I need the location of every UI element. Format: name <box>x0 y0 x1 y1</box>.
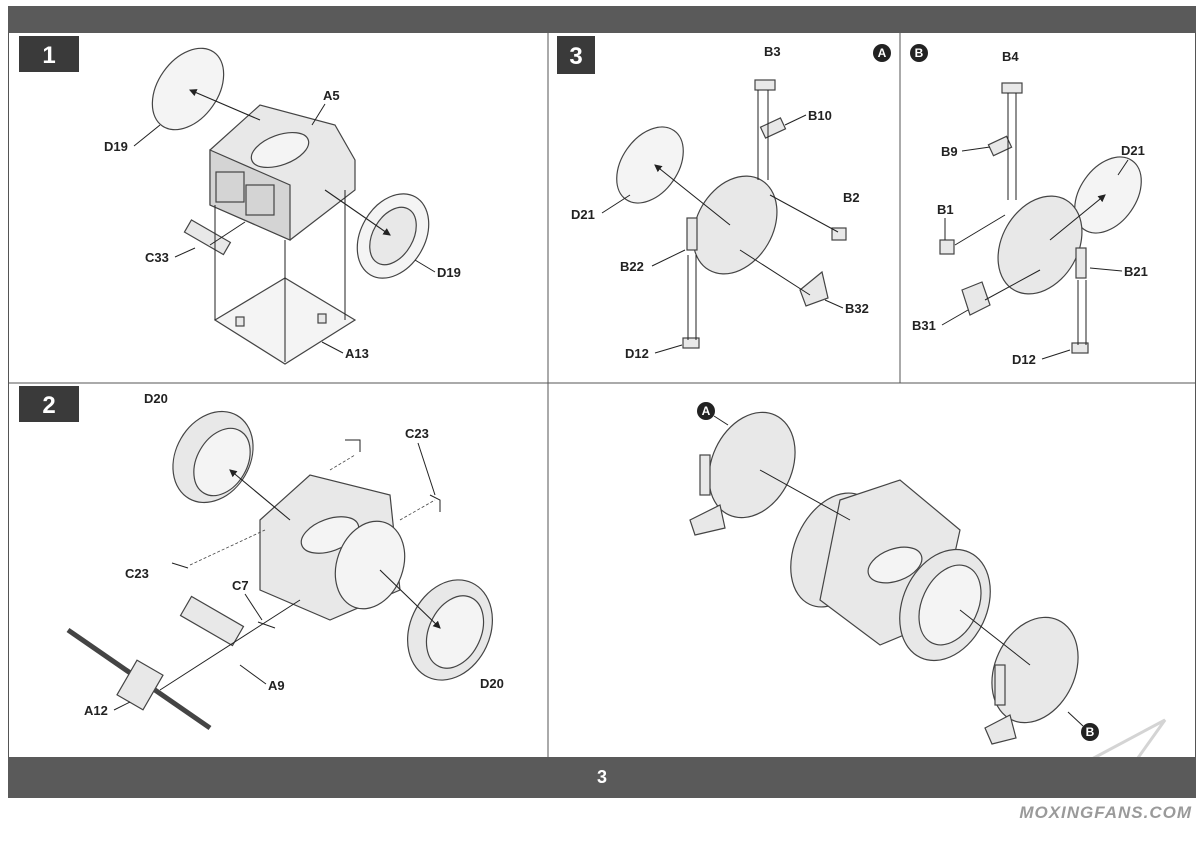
label-c23-left: C23 <box>125 566 149 581</box>
watermark-text: MOXINGFANS.COM <box>1019 803 1192 822</box>
label-d12-b: D12 <box>1012 352 1036 367</box>
final-a-foot <box>689 504 726 536</box>
part-d19-left <box>151 47 225 131</box>
part-b10 <box>759 117 787 139</box>
subassembly-b-marker <box>910 44 928 62</box>
label-d21-a: D21 <box>571 207 595 222</box>
hull-side-disc <box>334 520 406 610</box>
subassembly-b-letter: B <box>915 46 924 60</box>
label-d19-left: D19 <box>104 139 128 154</box>
label-b22: B22 <box>620 259 644 274</box>
label-d12-a: D12 <box>625 346 649 361</box>
part-b21 <box>1075 247 1087 279</box>
label-a9: A9 <box>268 678 285 693</box>
label-d20-bottom: D20 <box>480 676 504 691</box>
subassembly-a-letter: A <box>878 46 887 60</box>
part-b31 <box>961 281 991 316</box>
part-b22 <box>686 217 698 251</box>
a13-peg-2 <box>317 313 327 324</box>
step-2-number: 2 <box>42 392 55 419</box>
part-c7 <box>257 621 276 629</box>
label-b10: B10 <box>808 108 832 123</box>
step-1-badge <box>19 36 79 72</box>
label-b3: B3 <box>764 44 781 59</box>
label-b31: B31 <box>912 318 936 333</box>
final-turret-ring <box>867 546 923 584</box>
step-3-panel: 3 A B B3 B10 D21 B2 B22 B32 D12 <box>557 36 1148 367</box>
part-b3 <box>754 79 776 91</box>
label-d19-right: D19 <box>437 265 461 280</box>
final-wheel-right-inner <box>918 564 982 646</box>
part-d12-b <box>1071 342 1089 354</box>
bottom-footer-bar: 3 <box>8 757 1196 798</box>
part-c23-left <box>171 562 189 569</box>
part-d21-b <box>1074 156 1142 234</box>
hatch-left <box>215 171 245 203</box>
hatch-right <box>245 184 275 216</box>
part-d21-a <box>616 126 684 204</box>
step-1-number: 1 <box>42 42 55 69</box>
label-b32: B32 <box>845 301 869 316</box>
label-c33: C33 <box>145 250 169 265</box>
step-3-badge <box>557 36 595 74</box>
label-b1: B1 <box>937 202 954 217</box>
part-a9 <box>179 595 245 647</box>
label-b21: B21 <box>1124 264 1148 279</box>
label-d20-top: D20 <box>144 391 168 406</box>
final-a-letter: A <box>702 404 711 418</box>
part-b4 <box>1001 82 1023 94</box>
part-c33 <box>183 219 232 256</box>
disc-b <box>997 195 1083 295</box>
label-a13: A13 <box>345 346 369 361</box>
page-number: 3 <box>596 767 607 787</box>
step-2-panel: 2 D20 C23 C23 C7 A9 A12 <box>19 386 504 731</box>
turret-ring <box>250 131 310 169</box>
final-b-marker <box>1081 723 1099 741</box>
step-1-panel: 1 A5 D19 D19 C33 A13 <box>19 36 461 365</box>
final-a-marker <box>697 402 715 420</box>
final-assembly-panel: A B <box>689 402 1099 745</box>
label-a5: A5 <box>323 88 340 103</box>
part-d20-top-wheel-inner <box>193 427 251 497</box>
instruction-frame <box>8 33 1196 757</box>
final-b-post <box>994 664 1006 706</box>
part-b9 <box>987 135 1013 157</box>
part-d12-a <box>682 337 700 349</box>
label-b4: B4 <box>1002 49 1019 64</box>
top-header-bar <box>8 6 1196 33</box>
final-a-post <box>699 454 711 496</box>
final-disc-b <box>991 616 1079 724</box>
label-c7: C7 <box>232 578 249 593</box>
part-b32 <box>799 270 829 307</box>
part-b1 <box>939 239 955 255</box>
part-c23-top-b <box>429 494 441 512</box>
final-b-letter: B <box>1086 725 1095 739</box>
part-d20-bottom-wheel-inner <box>425 595 485 669</box>
label-d21-b: D21 <box>1121 143 1145 158</box>
subassembly-a-marker <box>873 44 891 62</box>
a13-peg-1 <box>235 316 245 327</box>
final-disc-a <box>708 411 796 519</box>
final-b-foot <box>984 714 1017 745</box>
part-c23-top <box>345 439 361 452</box>
step-3-number: 3 <box>569 43 582 70</box>
label-a12: A12 <box>84 703 108 718</box>
step-2-badge <box>19 386 79 422</box>
label-c23-top: C23 <box>405 426 429 441</box>
label-b9: B9 <box>941 144 958 159</box>
part-d19-right-inner <box>369 206 417 266</box>
disc-a <box>692 175 778 275</box>
label-b2: B2 <box>843 190 860 205</box>
